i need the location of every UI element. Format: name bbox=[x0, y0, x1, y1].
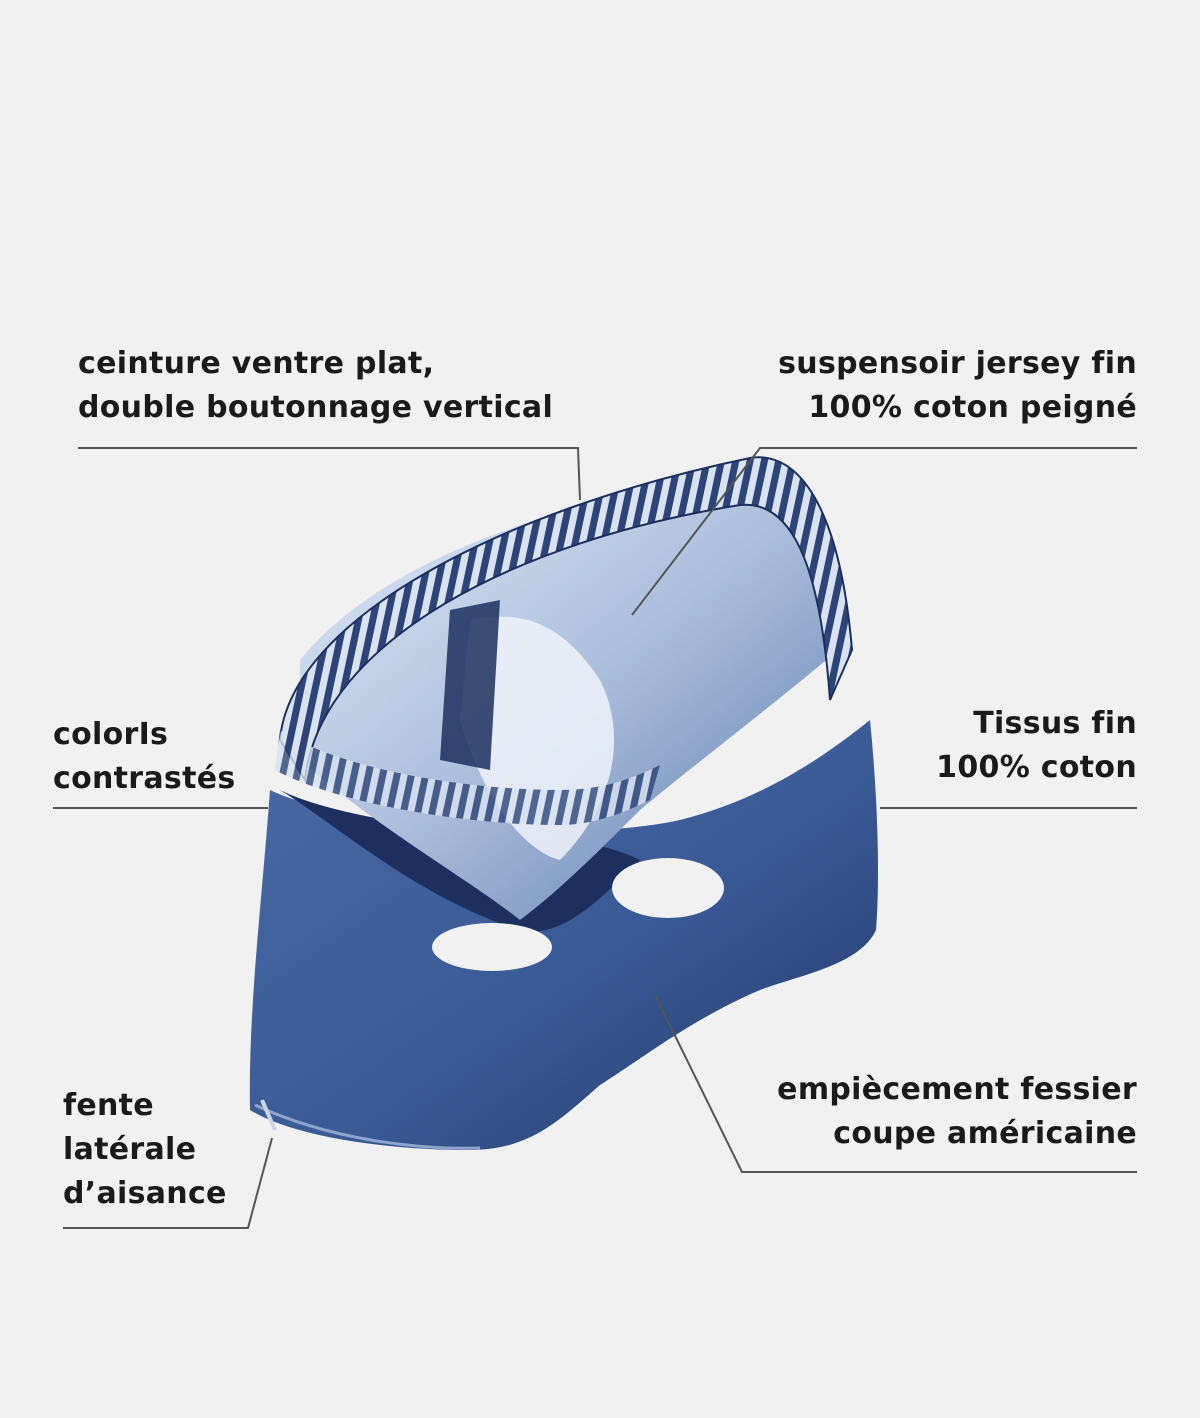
callout-pouch-line-2: 100% coton peigné bbox=[808, 390, 1137, 425]
callout-waistband-line-1: ceinture ventre plat, bbox=[78, 346, 435, 381]
callout-colors: colorIs contrastés bbox=[53, 713, 236, 801]
leg-opening-right bbox=[612, 858, 724, 918]
callout-fabric: Tissus fin 100% coton bbox=[936, 702, 1137, 790]
callout-slit: fente latérale d’aisance bbox=[63, 1084, 227, 1216]
callout-pouch: suspensoir jersey fin 100% coton peigné bbox=[778, 342, 1137, 430]
callout-seat-line-2: coupe américaine bbox=[833, 1116, 1137, 1151]
waistband bbox=[278, 456, 854, 783]
side-slit bbox=[260, 1099, 277, 1131]
callout-slit-line-1: fente bbox=[63, 1088, 154, 1123]
callout-colors-line-2: contrastés bbox=[53, 761, 236, 796]
leg-opening-left bbox=[432, 923, 552, 971]
callout-fabric-line-1: Tissus fin bbox=[973, 706, 1137, 741]
callout-pouch-line-1: suspensoir jersey fin bbox=[778, 346, 1137, 381]
leader-seat bbox=[654, 994, 1137, 1173]
leader-waistband bbox=[78, 447, 581, 501]
leader-pouch bbox=[631, 447, 1137, 616]
callout-seat: empiècement fessier coupe américaine bbox=[777, 1068, 1137, 1156]
hem-seam bbox=[254, 1103, 481, 1150]
callout-waistband: ceinture ventre plat, double boutonnage … bbox=[78, 342, 553, 430]
waistband-front bbox=[275, 730, 660, 825]
callout-colors-line-1: colorIs bbox=[53, 717, 169, 752]
callout-seat-line-1: empiècement fessier bbox=[777, 1072, 1137, 1107]
pouch-dark-strip bbox=[440, 600, 500, 770]
callout-waistband-line-2: double boutonnage vertical bbox=[78, 390, 554, 425]
callout-slit-line-3: d’aisance bbox=[63, 1176, 227, 1211]
callout-fabric-line-2: 100% coton bbox=[936, 750, 1137, 785]
callout-slit-line-2: latérale bbox=[63, 1132, 197, 1167]
leader-slit bbox=[63, 1137, 273, 1229]
